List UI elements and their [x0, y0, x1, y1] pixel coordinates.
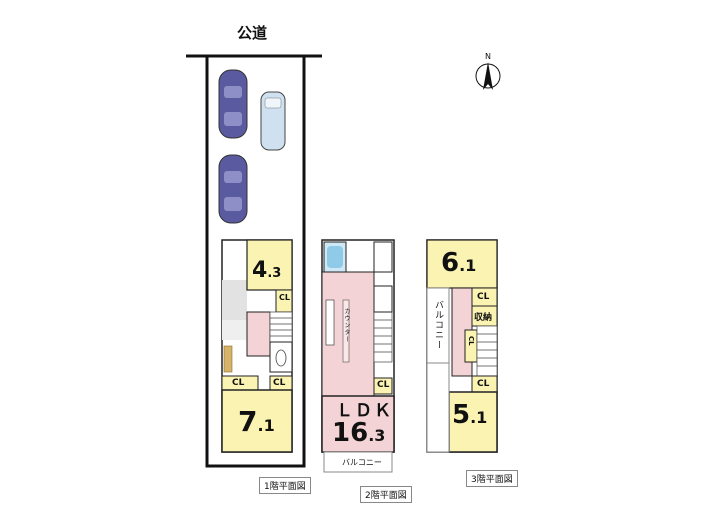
- floor2-plan: [321, 239, 395, 473]
- closet-label: CL: [467, 336, 475, 346]
- room-label-7-1: 7.1: [238, 405, 275, 438]
- room-label-6-1: 6.1: [441, 248, 477, 278]
- closet-label: CL: [279, 293, 290, 302]
- floor3-plan: [426, 239, 498, 453]
- ldk-label: ＬＤＫ: [336, 401, 393, 421]
- road-label: 公道: [237, 24, 268, 42]
- closet-label: CL: [477, 292, 490, 302]
- floor1-plan: [221, 239, 293, 453]
- car-icon: [218, 69, 248, 139]
- balcony-label: バルコニー: [433, 300, 443, 350]
- north-arrow-icon: [475, 62, 501, 90]
- counter-label: カウンター: [343, 308, 350, 343]
- floor1-caption: 1階平面図: [259, 477, 311, 494]
- room-label-16-3: 16.3: [332, 418, 386, 448]
- balcony-label: バルコニー: [342, 458, 382, 467]
- car-icon: [260, 91, 286, 151]
- room-label-5-1: 5.1: [452, 400, 488, 430]
- closet-label: CL: [232, 378, 245, 388]
- closet-label: CL: [477, 379, 490, 389]
- room-label-4-3: 4.3: [252, 258, 282, 283]
- compass-label: N: [485, 52, 491, 61]
- site-boundary: [205, 54, 306, 468]
- floor2-caption: 2階平面図: [360, 486, 412, 503]
- floor3-caption: 3階平面図: [466, 470, 518, 487]
- closet-label: CL: [273, 378, 286, 388]
- closet-label: CL: [377, 380, 390, 390]
- car-icon: [218, 154, 248, 224]
- storage-label: 収納: [474, 313, 493, 323]
